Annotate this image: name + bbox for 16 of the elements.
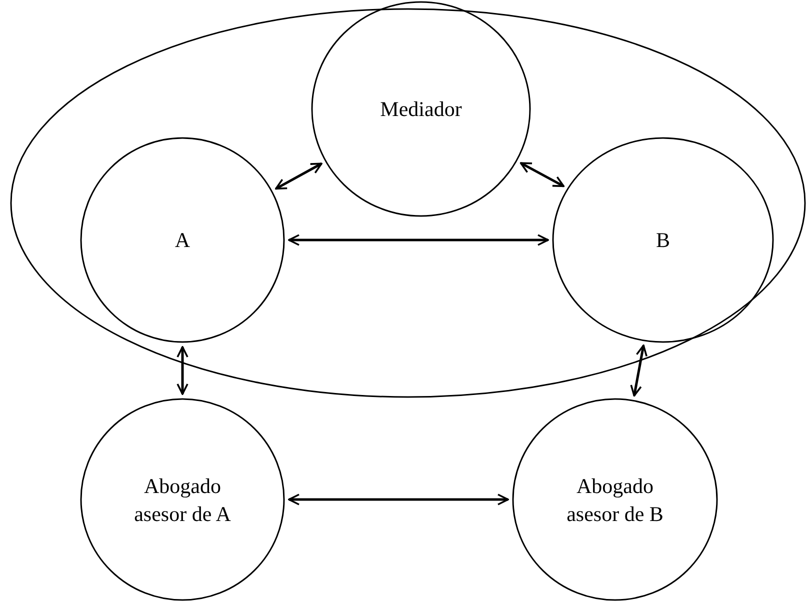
- party-circle: [80, 398, 285, 601]
- party-circle: [311, 1, 531, 217]
- party-circle: [552, 137, 774, 343]
- double-arrow: [288, 494, 509, 506]
- double-arrow: [176, 346, 188, 395]
- node-label: Abogado asesor de A: [133, 472, 232, 528]
- double-arrow: [630, 344, 648, 397]
- party-circle: [80, 137, 285, 343]
- node-label: Mediador: [380, 96, 462, 123]
- node-label: A: [174, 227, 190, 254]
- double-arrow: [288, 234, 549, 246]
- node-label: Abogado asesor de B: [566, 472, 664, 528]
- double-arrow: [275, 162, 322, 190]
- node-label: B: [656, 227, 670, 254]
- party-circle: [512, 398, 718, 601]
- double-arrow: [520, 162, 564, 188]
